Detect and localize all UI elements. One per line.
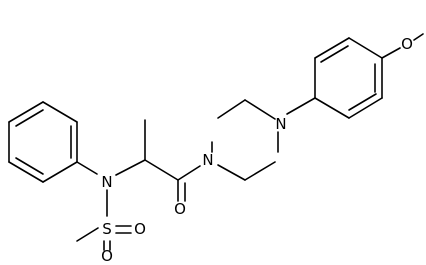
atom-labels: O N N O N S O O [101, 35, 413, 265]
bond-pip-2 [217, 99, 246, 119]
atom-o-sulfonyl-right: O [134, 220, 146, 238]
atom-n-piperazine-aryl: N [275, 115, 286, 133]
bond-ring1-double-a [320, 45, 349, 63]
bond-ph-5 [42, 101, 78, 123]
atom-o-sulfonyl-down: O [101, 247, 113, 265]
bond-n-phenyl [76, 161, 98, 175]
bond-pip-5 [244, 161, 276, 181]
bond-ring1-1 [348, 37, 383, 59]
bond-pip-1 [244, 99, 276, 120]
atom-n-sulfonamide: N [101, 173, 112, 191]
bond-n-carbonyl [177, 165, 201, 181]
bond-ph-double-a [15, 157, 44, 175]
atom-n-piperazine-amide: N [202, 151, 213, 169]
bond-ph-4 [8, 101, 44, 123]
atom-s-sulfonyl: S [102, 220, 112, 238]
bond-alpha-n [115, 159, 146, 176]
bond-carbonyl-alpha [144, 159, 179, 181]
bond-ring1-double-b [348, 93, 377, 111]
atom-o-methoxy: O [401, 35, 413, 53]
bond-ring1-5 [348, 97, 383, 119]
bond-o-aryl [381, 47, 401, 59]
bond-pip-4 [217, 164, 246, 181]
bond-ph-double-b [15, 109, 44, 127]
bond-aryl-n [286, 97, 316, 115]
bond-ring1-4 [314, 97, 350, 119]
bond-ph-2 [8, 161, 44, 183]
atom-o-carbonyl: O [174, 200, 186, 218]
bond-s-methyl [76, 227, 99, 242]
bond-ph-1 [42, 161, 78, 183]
bond-methyl-o [413, 33, 424, 41]
bond-ring1-2 [314, 37, 350, 59]
bonds [8, 33, 424, 251]
